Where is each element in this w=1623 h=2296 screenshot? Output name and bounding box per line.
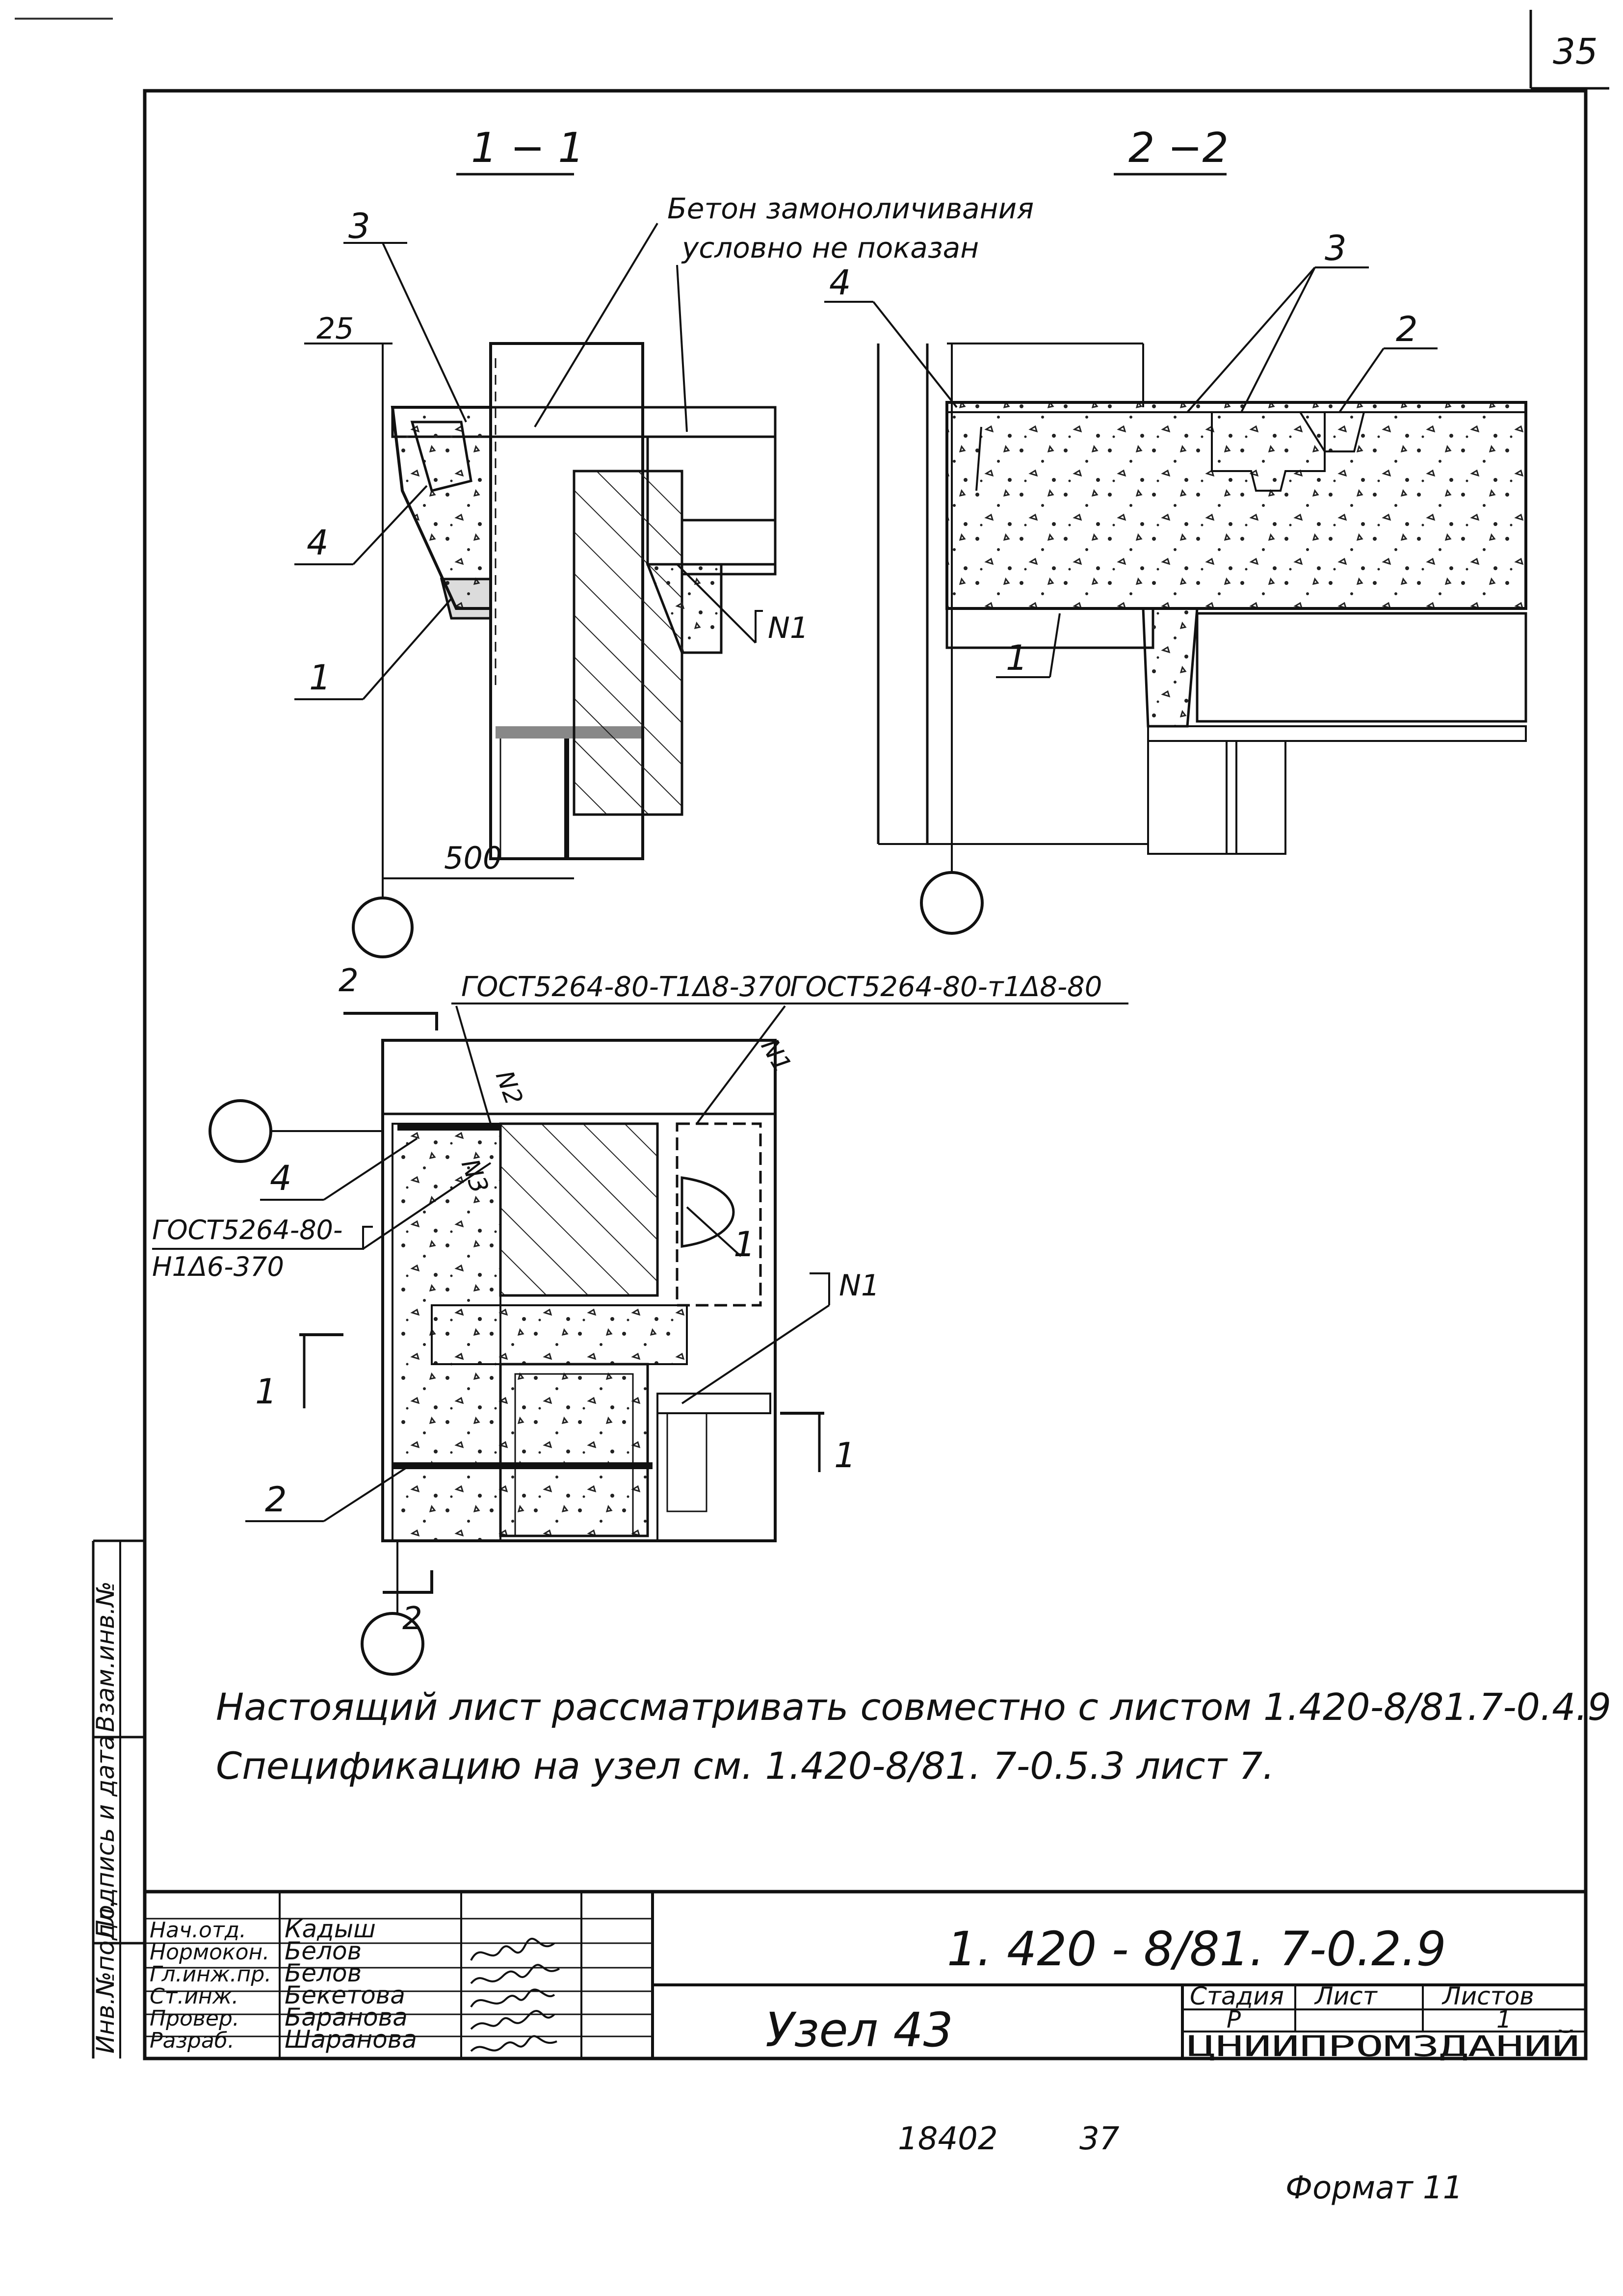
axis-bubble-1 bbox=[352, 897, 414, 958]
weld-note-1: ГОСТ5264-80-Т1Δ8-370 bbox=[461, 971, 792, 1003]
staff-name-5: Шаранова bbox=[285, 2025, 417, 2054]
sheets-header: Листов bbox=[1441, 1982, 1534, 2010]
note-line-1: Настоящий лист рассматривать совместно с… bbox=[216, 1685, 1611, 1729]
staff-name-1: Белов bbox=[285, 1937, 362, 1965]
staff-name-0: Кадыш bbox=[285, 1915, 376, 1943]
staff-list: Нач.отд. Кадыш Нормокон. Белов Гл.инж.пр… bbox=[150, 1915, 408, 2032]
title-block: Нач.отд. Кадыш Нормокон. Белов Гл.инж.пр… bbox=[145, 1890, 1586, 2063]
footer-page: 37 bbox=[1079, 2121, 1120, 2157]
plan-view: ГОСТ5264-80-Т1Δ8-370 ГОСТ5264-80-т1Δ8-80… bbox=[152, 963, 1128, 1676]
footer: 18402 37 Формат 11 bbox=[898, 2121, 1463, 2206]
cut-mark-1-right: 1 bbox=[834, 1435, 856, 1476]
side-vzam: Взам.инв.№ bbox=[91, 1581, 120, 1732]
callout-4: 4 bbox=[307, 523, 329, 563]
callout-4c: 4 bbox=[270, 1158, 292, 1198]
stage-header: Стадия bbox=[1190, 1982, 1284, 2010]
page-number-box: 35 bbox=[1529, 10, 1609, 90]
staff-role-1: Нормокон. bbox=[150, 1940, 269, 1965]
staff-role-3: Ст.инж. bbox=[150, 1984, 238, 2009]
side-podpis: Подпись и дата bbox=[91, 1735, 120, 1938]
staff-role-2: Гл.инж.пр. bbox=[150, 1962, 271, 1987]
sheets-value: 1 bbox=[1496, 2006, 1512, 2033]
concrete-note-line2: условно не показан bbox=[681, 231, 979, 264]
staff-role-5: Разраб. bbox=[150, 2028, 235, 2053]
callout-4b: 4 bbox=[829, 263, 851, 303]
sheet-frame bbox=[143, 89, 1588, 2060]
staff-name-3: Бекетова bbox=[285, 1981, 405, 2009]
weld-n2: N2 bbox=[490, 1067, 528, 1108]
staff-row-extra: Разраб. Шаранова bbox=[145, 2025, 653, 2059]
section-1-title: 1 − 1 bbox=[471, 124, 584, 172]
general-notes: Настоящий лист рассматривать совместно с… bbox=[216, 1685, 1611, 1788]
footer-format: Формат 11 bbox=[1285, 2170, 1463, 2206]
footer-number: 18402 bbox=[898, 2121, 998, 2157]
cut-mark-1-left: 1 bbox=[255, 1372, 277, 1412]
staff-name-4: Баранова bbox=[285, 2003, 408, 2032]
staff-name-2: Белов bbox=[285, 1959, 362, 1987]
callout-1b: 1 bbox=[1006, 638, 1028, 678]
concrete-note: Бетон замоноличивания условно не показан bbox=[534, 192, 1034, 432]
weld-note-2: ГОСТ5264-80-т1Δ8-80 bbox=[790, 971, 1102, 1003]
callout-1: 1 bbox=[309, 658, 331, 698]
side-inv: Инв.№подл. bbox=[91, 1900, 120, 2054]
callout-2c: 2 bbox=[265, 1479, 287, 1520]
stage-value: Р bbox=[1227, 2006, 1241, 2033]
axis-bubble-2 bbox=[920, 871, 984, 935]
page-number: 35 bbox=[1553, 31, 1598, 72]
weld-note-3-line1: ГОСТ5264-80- bbox=[152, 1214, 342, 1245]
dim-25: 25 bbox=[316, 312, 354, 346]
section-2-2: 2 −2 4 3 2 bbox=[824, 124, 1527, 935]
callout-1c: 1 bbox=[733, 1224, 756, 1265]
sheet-header: Лист bbox=[1314, 1982, 1378, 2010]
cut-mark-2-bottom: 2 bbox=[402, 1601, 422, 1637]
weld-n1-top: N1 bbox=[768, 611, 809, 645]
weld-note-3-line2: Н1Δ6-370 bbox=[152, 1251, 284, 1282]
staff-role-0: Нач.отд. bbox=[150, 1918, 246, 1943]
callout-3: 3 bbox=[348, 206, 370, 246]
side-stamp: Взам.инв.№ Подпись и дата Инв.№подл. bbox=[91, 1539, 145, 2058]
section-1-1: 1 − 1 25 500 3 4 bbox=[294, 124, 809, 958]
axis-bubble-3 bbox=[209, 1099, 272, 1163]
concrete-note-line1: Бетон замоноличивания bbox=[667, 192, 1034, 225]
dim-500: 500 bbox=[444, 840, 502, 876]
doc-code: 1. 420 - 8/81. 7-0.2.9 bbox=[947, 1922, 1446, 1977]
weld-n1-note: N1 bbox=[839, 1268, 880, 1303]
staff-role-4: Провер. bbox=[150, 2006, 239, 2031]
signatures bbox=[470, 1938, 560, 2052]
section-2-title: 2 −2 bbox=[1128, 124, 1229, 172]
cut-mark-2-top: 2 bbox=[339, 963, 359, 999]
note-line-2: Спецификацию на узел см. 1.420-8/81. 7-0… bbox=[216, 1744, 1274, 1788]
drawing-title: Узел 43 bbox=[765, 2003, 953, 2058]
callout-2b: 2 bbox=[1396, 309, 1418, 349]
organization: ЦНИИПРОМЗДАНИЙ bbox=[1187, 2029, 1580, 2063]
callout-3b: 3 bbox=[1325, 228, 1347, 268]
axis-bubble-4 bbox=[361, 1612, 424, 1676]
